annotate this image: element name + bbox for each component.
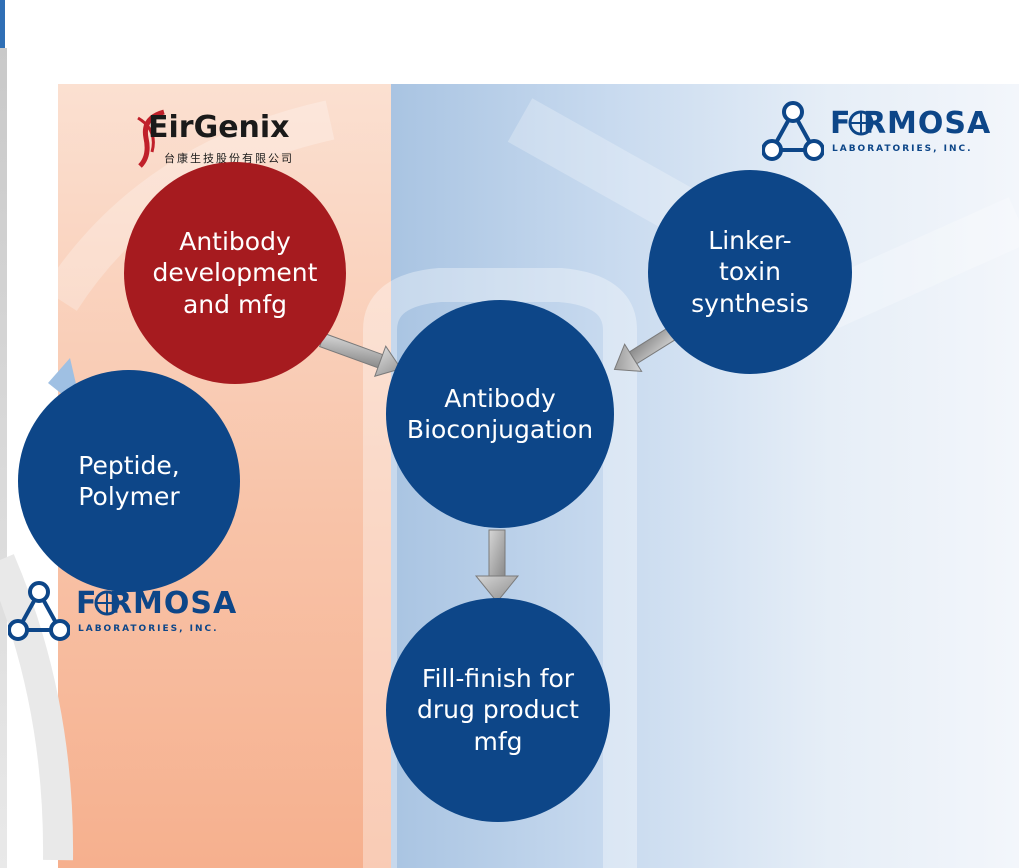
node-label: Peptide, Polymer bbox=[78, 450, 180, 511]
node-antibody-bioconjugation: Antibody Bioconjugation bbox=[386, 300, 614, 528]
node-antibody-development: Antibody development and mfg bbox=[124, 162, 346, 384]
eirgenix-logo: EirGenix 台康生技股份有限公司 bbox=[134, 108, 324, 172]
formosa-globe-icon bbox=[94, 590, 120, 616]
node-linker-toxin-synthesis: Linker- toxin synthesis bbox=[648, 170, 852, 374]
node-label: Antibody Bioconjugation bbox=[406, 383, 594, 444]
formosa-logo-top: F RMOSA LABORATORIES, INC. bbox=[762, 100, 992, 162]
eirgenix-subtitle: 台康生技股份有限公司 bbox=[164, 152, 294, 165]
eirgenix-ribbon-icon bbox=[137, 109, 165, 168]
left-edge-strip bbox=[0, 48, 7, 868]
formosa-triangle-icon bbox=[8, 581, 70, 641]
formosa-subtitle: LABORATORIES, INC. bbox=[832, 144, 973, 154]
node-fill-finish: Fill-finish for drug product mfg bbox=[386, 598, 610, 822]
formosa-triangle-icon bbox=[762, 101, 824, 161]
corner-accent-bar bbox=[0, 0, 5, 48]
node-peptide-polymer: Peptide, Polymer bbox=[18, 370, 240, 592]
formosa-globe-icon bbox=[848, 110, 874, 136]
node-label: Antibody development and mfg bbox=[152, 227, 318, 319]
eirgenix-name: EirGenix bbox=[148, 110, 290, 145]
arrow-bioconjugation-to-fillfinish bbox=[474, 529, 520, 603]
node-label: Linker- toxin synthesis bbox=[691, 226, 809, 318]
node-label: Fill-finish for drug product mfg bbox=[417, 664, 579, 756]
formosa-logo-bottom: F RMOSA LABORATORIES, INC. bbox=[8, 580, 238, 642]
formosa-subtitle: LABORATORIES, INC. bbox=[78, 624, 219, 634]
